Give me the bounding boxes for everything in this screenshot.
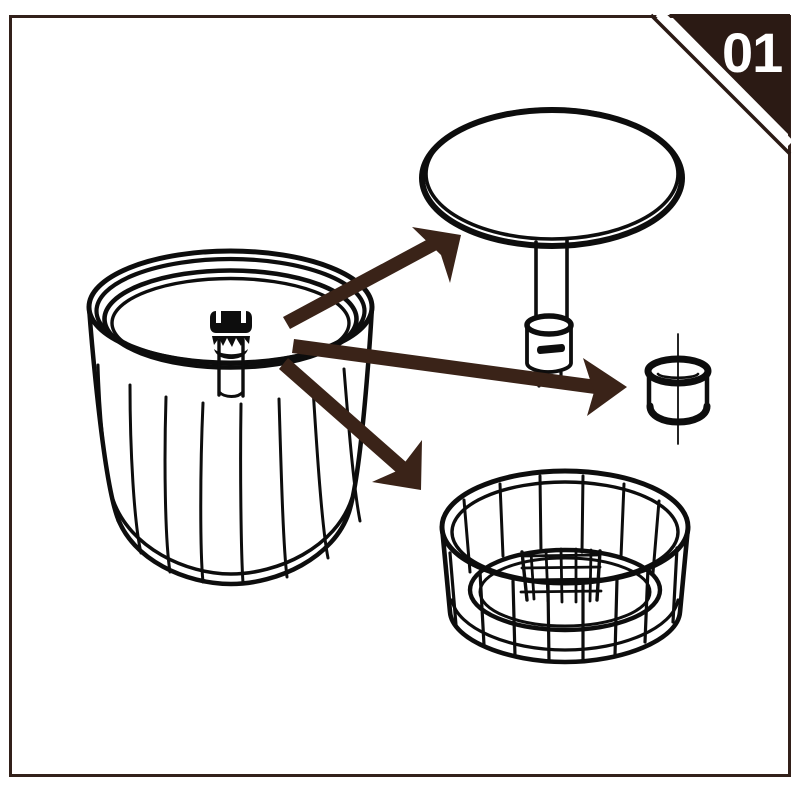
lid-disc-inner	[424, 107, 680, 241]
step-badge: 01	[649, 9, 794, 156]
jar-rib	[239, 402, 245, 585]
step-badge-accent-line	[649, 13, 792, 156]
step-badge-label: 01	[722, 21, 782, 84]
basket-rib	[643, 566, 650, 644]
bushing-inner-bore	[656, 372, 700, 380]
arrow-to-basket	[279, 358, 422, 490]
basket-rib	[511, 579, 517, 658]
basket-inner-rib	[538, 474, 543, 554]
arrow-head	[583, 358, 627, 416]
mesh-line-v	[559, 547, 564, 604]
mesh-line-h	[520, 565, 602, 570]
arrow-to-lid	[283, 227, 461, 329]
arrow-head	[372, 440, 422, 490]
coupler-lower-band	[214, 349, 248, 359]
filter-basket-strainer	[439, 468, 691, 665]
jar-body-ribs	[96, 363, 362, 585]
mesh-line-h	[519, 577, 603, 582]
arrow-shaft	[279, 358, 406, 473]
jar-rib	[311, 386, 330, 560]
lid-with-stem	[419, 107, 685, 388]
main-container-jar	[86, 248, 375, 587]
basket-mesh-edge-left	[520, 550, 529, 602]
basket-mesh-edge-right	[595, 549, 602, 602]
mesh-line-v	[544, 548, 550, 603]
basket-inner-ribs	[462, 474, 661, 575]
step-badge-stripe	[655, 9, 794, 148]
bushing-bottom-rim	[646, 402, 711, 426]
arrow-head	[412, 227, 461, 283]
jar-rib	[163, 395, 172, 574]
jar-rib	[342, 367, 362, 523]
page-border-frame	[9, 15, 791, 777]
lid-collar-slot	[537, 344, 565, 354]
basket-inner-rib	[651, 499, 661, 575]
arrow-to-bushing	[292, 339, 627, 416]
jar-rib	[277, 397, 289, 579]
lid-stem	[534, 238, 569, 320]
jar-bottom-inner-edge	[111, 496, 354, 576]
jar-rib	[128, 383, 143, 555]
basket-rim-inner	[450, 480, 680, 584]
jar-rib	[96, 363, 120, 523]
jar-spindle-coupler	[210, 311, 252, 359]
jar-rim-middle	[94, 256, 367, 366]
arrow-shaft	[283, 238, 437, 329]
basket-body-bottom-inner	[450, 598, 680, 652]
bushing-side-walls	[646, 368, 710, 410]
coupler-teeth	[212, 336, 250, 347]
basket-rib	[448, 551, 458, 627]
basket-rib	[671, 546, 679, 624]
step-badge-triangle	[669, 14, 790, 136]
mesh-line-h	[519, 589, 603, 594]
coupler-crown	[210, 311, 252, 333]
basket-mesh-grid	[519, 547, 603, 604]
mesh-line-v	[588, 548, 593, 603]
lid-collar-body	[525, 325, 573, 374]
basket-inner-rib	[619, 482, 626, 559]
jar-spindle-shaft-base	[217, 390, 245, 398]
mesh-line-h	[522, 553, 600, 558]
basket-floor-ring-outer	[467, 547, 663, 633]
sleeve-bushing	[644, 333, 712, 445]
basket-inner-rib	[580, 474, 585, 554]
basket-body-outline	[439, 524, 691, 665]
basket-wall-ribs	[448, 546, 679, 663]
basket-rib	[613, 577, 619, 657]
basket-inner-rib	[498, 482, 505, 558]
jar-rib	[199, 401, 205, 584]
basket-rib	[478, 570, 486, 647]
basket-inner-rib	[462, 498, 472, 574]
jar-rim-opening	[110, 276, 351, 370]
lid-collar-top-rim	[524, 313, 574, 337]
arrow-shaft	[292, 339, 597, 394]
jar-spindle-shaft	[217, 338, 245, 398]
